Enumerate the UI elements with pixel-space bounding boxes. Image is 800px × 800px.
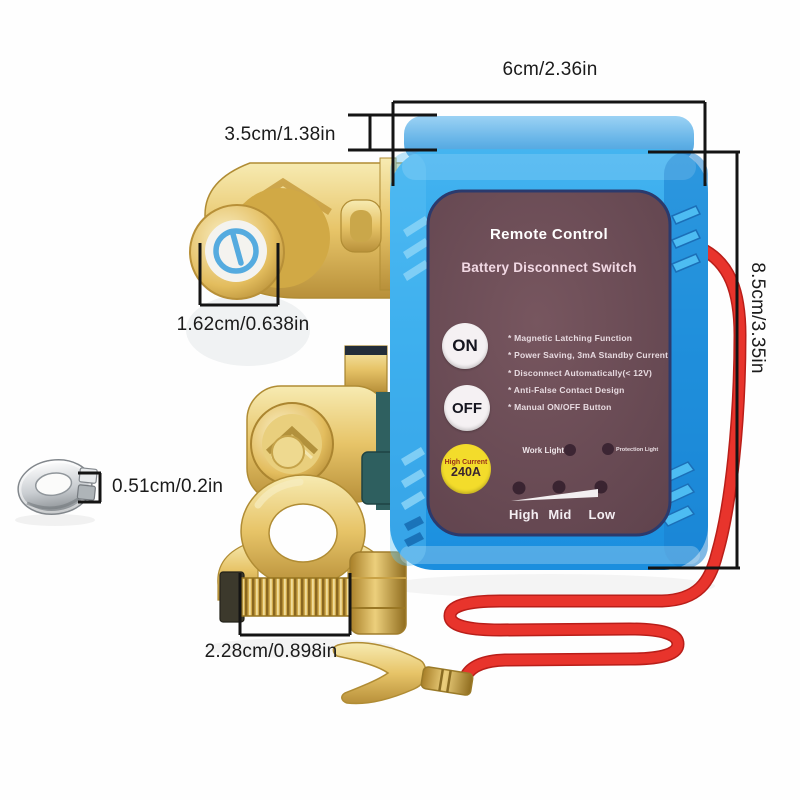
dim-label-washer-thickness: 0.51cm/0.2in [112, 476, 224, 497]
work-light-label: Work Light [522, 446, 564, 455]
vent-marks-corner [404, 516, 424, 547]
power-knob [189, 188, 330, 300]
level-led-high [512, 481, 526, 495]
feature-item: * Disconnect Automatically(< 12V) [508, 367, 652, 378]
battery-clamp [217, 474, 407, 635]
panel-indicators [511, 443, 614, 501]
dim-label-body-height: 8.5cm/3.35in [747, 262, 768, 374]
panel-title: Remote Control [489, 226, 609, 243]
protection-light-label: Protection Light [616, 447, 659, 453]
level-ramp [511, 489, 598, 501]
red-wire [443, 241, 747, 689]
work-light-led [564, 444, 576, 456]
dim-label-lid-height: 3.5cm/1.38in [224, 124, 336, 145]
feature-item: * Magnetic Latching Function [508, 333, 633, 343]
shadow [385, 574, 715, 598]
knob-reflection [186, 294, 310, 366]
fork-terminal [332, 641, 474, 705]
feature-item: * Manual ON/OFF Button [508, 402, 612, 413]
on-button: ON [442, 323, 488, 369]
feature-item: * Power Saving, 3mA Standby Current [508, 350, 669, 361]
current-badge-line2: 240A [451, 465, 481, 479]
power-icon [213, 228, 259, 274]
off-button: OFF [444, 385, 490, 431]
wire-ferrule [420, 666, 474, 696]
lock-washer [17, 459, 98, 515]
dim-line-washer-thickness [78, 471, 102, 504]
dim-label-clamp-width: 2.28cm/0.898in [204, 641, 338, 662]
dim-line-clamp-width [238, 573, 352, 637]
dim-line-knob-diameter [198, 243, 280, 307]
vent-fins-left [401, 216, 429, 510]
feature-item: * Anti-False Contact Design [508, 384, 625, 395]
level-led-mid [552, 480, 566, 494]
dim-line-lid-height [348, 113, 437, 152]
dim-label-top-width: 6cm/2.36in [502, 59, 598, 80]
feature-list: * Magnetic Latching Function * Power Sav… [508, 330, 668, 416]
current-badge: High Current 240A [441, 444, 491, 494]
level-label-mid: Mid [548, 507, 572, 522]
protection-light-led [602, 443, 614, 455]
level-label-high: High [508, 507, 540, 522]
mid-bracket [246, 345, 390, 503]
panel-subtitle: Battery Disconnect Switch [461, 260, 637, 275]
dim-label-knob-diameter: 1.62cm/0.638in [176, 314, 310, 335]
dimension-lines [78, 100, 740, 637]
level-label-low: Low [588, 507, 616, 522]
shadow [15, 514, 95, 526]
dim-line-body-height [648, 150, 740, 570]
current-badge-line1: High Current [444, 459, 488, 466]
